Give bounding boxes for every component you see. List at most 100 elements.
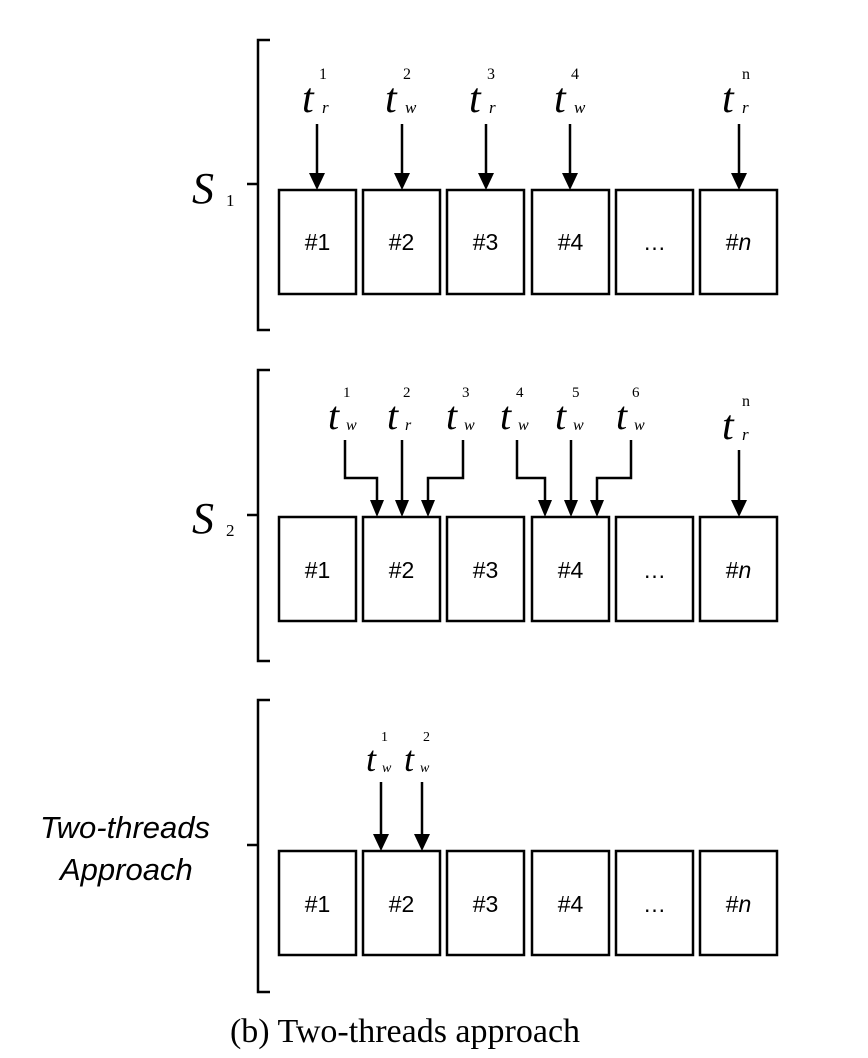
section-s2-arrows <box>343 440 747 517</box>
svg-text:4: 4 <box>571 66 579 83</box>
svg-text:w: w <box>346 417 357 434</box>
svg-text:t: t <box>554 76 567 122</box>
svg-text:5: 5 <box>572 385 580 401</box>
access-arrow <box>478 124 494 190</box>
svg-text:r: r <box>742 425 749 444</box>
memory-cell-3 <box>445 188 526 296</box>
svg-text:t: t <box>387 393 399 438</box>
memory-cell-2-label: #2 <box>389 557 415 583</box>
thread-label: t w 2 <box>404 730 430 779</box>
access-arrow <box>373 782 389 851</box>
svg-text:3: 3 <box>487 66 495 83</box>
svg-text:t: t <box>616 393 628 438</box>
memory-cell-3 <box>445 849 526 957</box>
figure-caption: (b) Two-threads approach <box>230 1013 580 1050</box>
memory-cell-n <box>698 515 779 623</box>
section-two-threads-boxes: #1 #2 #3 #4 … #n <box>277 849 779 957</box>
svg-text:w: w <box>420 761 430 776</box>
memory-cell-2 <box>361 849 442 957</box>
section-s2-boxes: #1 #2 #3 #4 … #n <box>277 515 779 623</box>
access-arrow <box>731 450 747 517</box>
memory-cell-n <box>698 849 779 957</box>
access-arrow <box>395 440 409 517</box>
memory-cell-1 <box>277 188 358 296</box>
thread-label: t r n <box>722 393 750 449</box>
memory-cell-3-label: #3 <box>473 229 499 255</box>
svg-text:w: w <box>382 761 392 776</box>
memory-cell-3-label: #3 <box>473 891 499 917</box>
memory-cell-1 <box>277 515 358 623</box>
section-two-threads-arrows <box>373 782 430 851</box>
memory-cell-4 <box>530 515 611 623</box>
memory-cell-4-label: #4 <box>558 229 584 255</box>
svg-text:2: 2 <box>423 730 430 745</box>
memory-cell-ellipsis-label: … <box>643 891 666 917</box>
access-arrow <box>564 440 578 517</box>
section-two-threads-label-line1: Two-threads <box>40 810 210 845</box>
thread-label: t r 1 <box>302 66 329 122</box>
memory-cell-4-label: #4 <box>558 891 584 917</box>
section-s2-index: 2 <box>226 521 235 540</box>
memory-cell-4-label: #4 <box>558 557 584 583</box>
section-s1-bracket <box>247 38 270 332</box>
thread-label: t r 3 <box>469 66 496 122</box>
svg-text:t: t <box>722 403 735 449</box>
thread-label: t w 4 <box>554 66 586 122</box>
memory-cell-2 <box>361 188 442 296</box>
access-arrow <box>414 782 430 851</box>
section-two-threads-bracket <box>247 698 270 994</box>
svg-text:r: r <box>742 98 749 117</box>
access-arrow <box>590 440 633 517</box>
memory-cell-n-label: #n <box>726 557 752 583</box>
svg-text:n: n <box>742 66 750 83</box>
svg-text:2: 2 <box>403 385 411 401</box>
svg-text:t: t <box>722 76 735 122</box>
thread-label: t r 2 <box>387 385 412 438</box>
memory-cell-n-label: #n <box>726 891 752 917</box>
access-arrow <box>562 124 578 190</box>
section-s2-threads: t w 1 t r 2 t w 3 t w 4 t w 5 <box>328 385 750 449</box>
svg-text:1: 1 <box>381 730 388 745</box>
section-two-threads-threads: t w 1 t w 2 <box>366 730 430 779</box>
memory-cell-3-label: #3 <box>473 557 499 583</box>
svg-text:w: w <box>574 98 586 117</box>
svg-text:w: w <box>634 417 645 434</box>
memory-cell-n-label: #n <box>726 229 752 255</box>
access-arrow <box>731 124 747 190</box>
memory-cell-ellipsis-label: … <box>643 557 666 583</box>
svg-text:n: n <box>742 393 750 410</box>
memory-cell-1-label: #1 <box>305 891 331 917</box>
memory-cell-2 <box>361 515 442 623</box>
memory-cell-ellipsis-label: … <box>643 229 666 255</box>
access-arrow <box>515 440 552 517</box>
section-s1-boxes: #1 #2 #3 #4 … #n <box>277 188 779 296</box>
svg-text:4: 4 <box>516 385 524 401</box>
svg-text:1: 1 <box>343 385 351 401</box>
thread-label: t r n <box>722 66 750 122</box>
svg-text:r: r <box>489 98 496 117</box>
svg-text:t: t <box>302 76 315 122</box>
svg-text:3: 3 <box>462 385 470 401</box>
memory-cell-2-label: #2 <box>389 229 415 255</box>
memory-cell-1-label: #1 <box>305 557 331 583</box>
svg-text:t: t <box>366 739 377 779</box>
thread-label: t w 4 <box>500 385 529 438</box>
section-two-threads: Two-threads Approach #1 #2 #3 #4 … #n t … <box>40 698 779 994</box>
svg-text:t: t <box>328 393 340 438</box>
thread-label: t w 6 <box>616 385 645 438</box>
access-arrow <box>309 124 325 190</box>
section-s2-bracket <box>247 368 270 663</box>
access-arrow <box>394 124 410 190</box>
svg-text:6: 6 <box>632 385 640 401</box>
svg-text:t: t <box>555 393 567 438</box>
section-s1: S 1 #1 #2 #3 #4 … #n t r 1 t w 2 <box>192 38 779 332</box>
memory-cell-ellipsis <box>614 515 695 623</box>
svg-text:2: 2 <box>403 66 411 83</box>
memory-cell-1 <box>277 849 358 957</box>
svg-text:r: r <box>322 98 329 117</box>
memory-cell-4 <box>530 849 611 957</box>
thread-label: t w 1 <box>328 385 357 438</box>
svg-text:w: w <box>518 417 529 434</box>
